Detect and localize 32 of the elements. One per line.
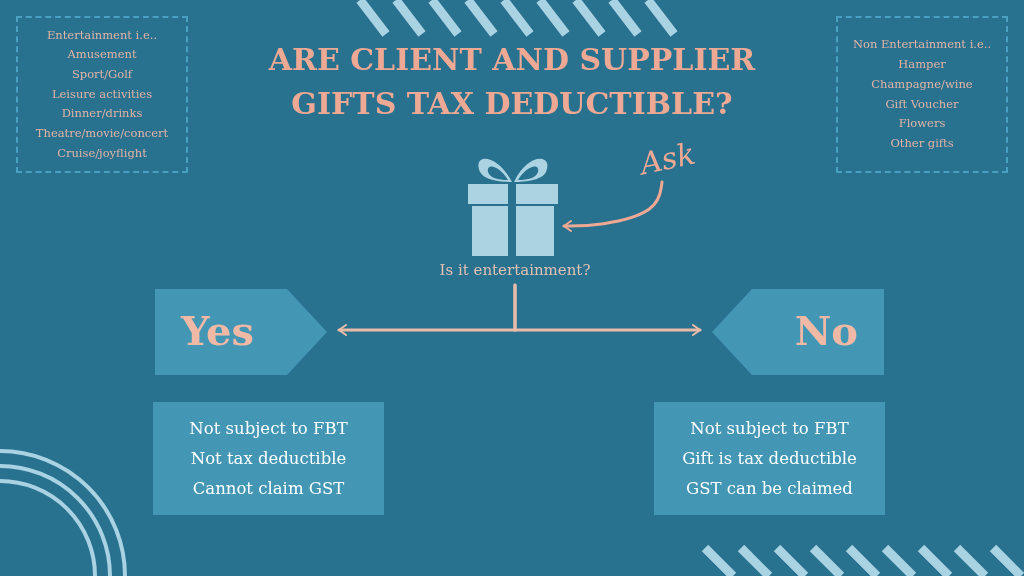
- list-item: Gift Voucher: [884, 95, 960, 113]
- result-line: Not subject to FBT: [689, 417, 850, 440]
- list-item: Champagne/wine: [870, 75, 974, 93]
- arrow-tag: [712, 289, 884, 375]
- result-line: Cannot claim GST: [191, 477, 346, 500]
- list-heading: Non Entertainment i.e..: [851, 36, 993, 54]
- result-box: [153, 402, 384, 515]
- handwritten-note: Ask: [637, 136, 699, 182]
- result-line: GST can be claimed: [685, 477, 854, 500]
- result-box: [654, 402, 885, 515]
- list-item: Theatre/movie/concert: [34, 125, 170, 143]
- arrow: [513, 283, 702, 336]
- title: ARE CLIENT AND SUPPLIER GIFTS TAX DEDUCTIBLE?: [267, 41, 757, 123]
- dashed-list-box: [836, 16, 1008, 173]
- list-heading: Entertainment i.e..: [45, 26, 159, 44]
- answer-text: Yes: [181, 307, 255, 355]
- result-line: Not subject to FBT: [188, 417, 349, 440]
- list-item: Sport/Golf: [70, 65, 134, 83]
- dashed-list-box: [16, 16, 188, 173]
- question-text: Is it entertainment?: [438, 260, 592, 281]
- list-item: Hamper: [897, 56, 947, 74]
- list-item: Cruise/joyflight: [56, 144, 148, 162]
- list-item: Leisure activities: [50, 85, 154, 103]
- list-item: Flowers: [897, 115, 947, 133]
- arrow: [562, 180, 664, 232]
- answer-text: No: [794, 307, 858, 355]
- list-item: Dinner/drinks: [60, 105, 144, 123]
- result-line: Gift is tax deductible: [681, 447, 858, 470]
- arrow-tag: [155, 289, 327, 375]
- result-line: Not tax deductible: [189, 447, 348, 470]
- list-item: Amusement: [66, 46, 138, 64]
- list-item: Other gifts: [889, 134, 955, 152]
